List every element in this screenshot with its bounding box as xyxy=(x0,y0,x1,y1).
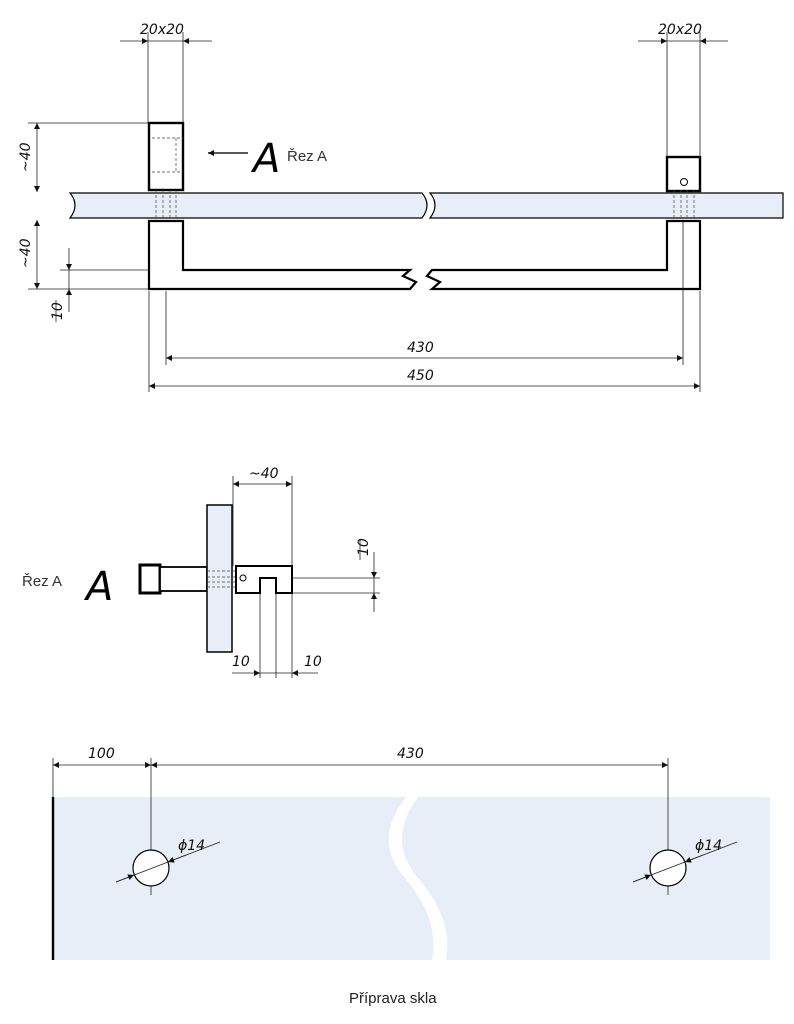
dim-depth: ~40 xyxy=(249,466,279,482)
left-upper-block xyxy=(147,121,185,192)
glass-prep-caption: Příprava skla xyxy=(349,990,437,1007)
section-letter: A xyxy=(83,564,113,610)
glass-strip-left xyxy=(68,192,428,219)
glass-panel-left xyxy=(53,797,434,960)
dim-inner-span: 430 xyxy=(407,340,434,356)
dim-edge-distance: 100 xyxy=(88,746,115,762)
hole-right-label: ϕ14 xyxy=(695,838,722,854)
section-glass xyxy=(206,504,233,653)
hole-right xyxy=(649,849,687,887)
dim-slot-height: 10 xyxy=(356,538,372,556)
glass-panel-right xyxy=(402,797,770,960)
handle-bar-right xyxy=(425,219,702,291)
section-bar xyxy=(159,566,208,592)
dim-slot-right: 10 xyxy=(304,654,322,670)
dim-total-span: 450 xyxy=(407,368,434,384)
handle-bar-left xyxy=(147,219,418,291)
section-knob xyxy=(235,565,293,594)
dim-hole-spacing: 430 xyxy=(397,746,424,762)
glass-strip-right xyxy=(428,192,784,219)
dim-height-upper: ~40 xyxy=(18,142,34,172)
section-letter-top: A xyxy=(250,136,280,182)
section-view: Řez A A ~40 10 10 1 xyxy=(22,466,380,678)
top-view: 20x20 20x20 ~40 ~40 10 A Řez A xyxy=(18,22,784,392)
section-label: Řez A xyxy=(22,573,62,590)
glass-prep-view: 100 430 ϕ14 ϕ14 Příprava skla xyxy=(51,746,770,1007)
dim-height-lower: ~40 xyxy=(18,238,34,268)
section-label-top: Řez A xyxy=(287,148,327,165)
hole-left-label: ϕ14 xyxy=(178,838,205,854)
right-knob-screw xyxy=(680,178,688,186)
hole-left xyxy=(132,849,170,887)
section-end-cap xyxy=(138,563,162,595)
dim-tube-right: 20x20 xyxy=(658,22,702,38)
dim-slot-left: 10 xyxy=(232,654,250,670)
dim-thickness: 10 xyxy=(50,302,66,320)
dim-tube-left: 20x20 xyxy=(140,22,184,38)
